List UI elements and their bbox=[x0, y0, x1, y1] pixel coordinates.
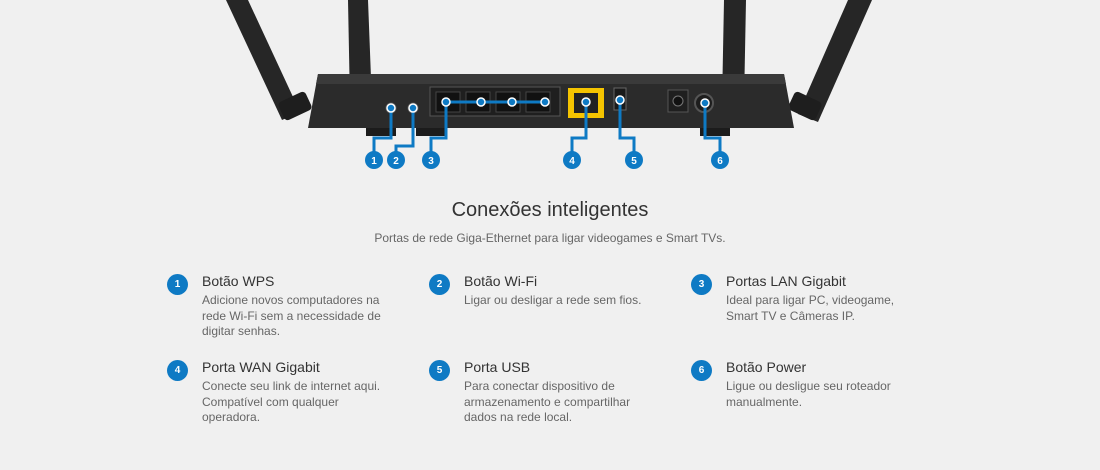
feature-title: Porta USB bbox=[464, 359, 531, 375]
feature-title: Botão WPS bbox=[202, 273, 275, 289]
callout-number-6: 6 bbox=[717, 156, 723, 167]
callout-badge-4: 4 bbox=[563, 151, 581, 169]
feature-description: Adicione novos computadores na rede Wi-F… bbox=[202, 293, 381, 338]
callout-badge-5: 5 bbox=[625, 151, 643, 169]
feature-number-badge: 5 bbox=[429, 360, 450, 381]
callout-badge-1: 1 bbox=[365, 151, 383, 169]
feature-title: Botão Wi-Fi bbox=[464, 273, 538, 289]
section-title: Conexões inteligentes bbox=[451, 199, 649, 221]
feature-number-badge: 2 bbox=[429, 274, 450, 295]
callout-number-1: 1 bbox=[371, 156, 377, 167]
feature-title: Botão Power bbox=[726, 359, 807, 375]
feature-title: Porta WAN Gigabit bbox=[202, 359, 320, 375]
callout-number-2: 2 bbox=[393, 156, 399, 167]
section-subtitle: Portas de rede Giga-Ethernet para ligar … bbox=[374, 231, 726, 245]
feature-description: Ligar ou desligar a rede sem fios. bbox=[464, 293, 642, 307]
feature-number-badge: 1 bbox=[167, 274, 188, 295]
feature-description: Ligue ou desligue seu roteador manualmen… bbox=[726, 379, 891, 409]
feature-number-badge: 4 bbox=[167, 360, 188, 381]
callout-badge-2: 2 bbox=[387, 151, 405, 169]
callout-badge-3: 3 bbox=[422, 151, 440, 169]
feature-title: Portas LAN Gigabit bbox=[726, 273, 846, 289]
antenna-far-right bbox=[788, 0, 872, 122]
feature-number-badge: 3 bbox=[691, 274, 712, 295]
router-body bbox=[308, 74, 794, 136]
callout-number-4: 4 bbox=[569, 156, 575, 167]
antenna-far-left bbox=[226, 0, 312, 121]
callout-number-3: 3 bbox=[428, 156, 434, 167]
feature-description: Conecte seu link de internet aqui. Compa… bbox=[202, 379, 381, 424]
callout-number-5: 5 bbox=[631, 156, 637, 167]
router-illustration: 1 2 3 4 5 6 bbox=[226, 0, 872, 169]
feature-number-badge: 6 bbox=[691, 360, 712, 381]
callout-badge-6: 6 bbox=[711, 151, 729, 169]
feature-description: Ideal para ligar PC, videogame, Smart TV… bbox=[726, 293, 895, 323]
feature-description: Para conectar dispositivo de armazenamen… bbox=[464, 379, 631, 424]
callout-dots bbox=[386, 95, 710, 113]
